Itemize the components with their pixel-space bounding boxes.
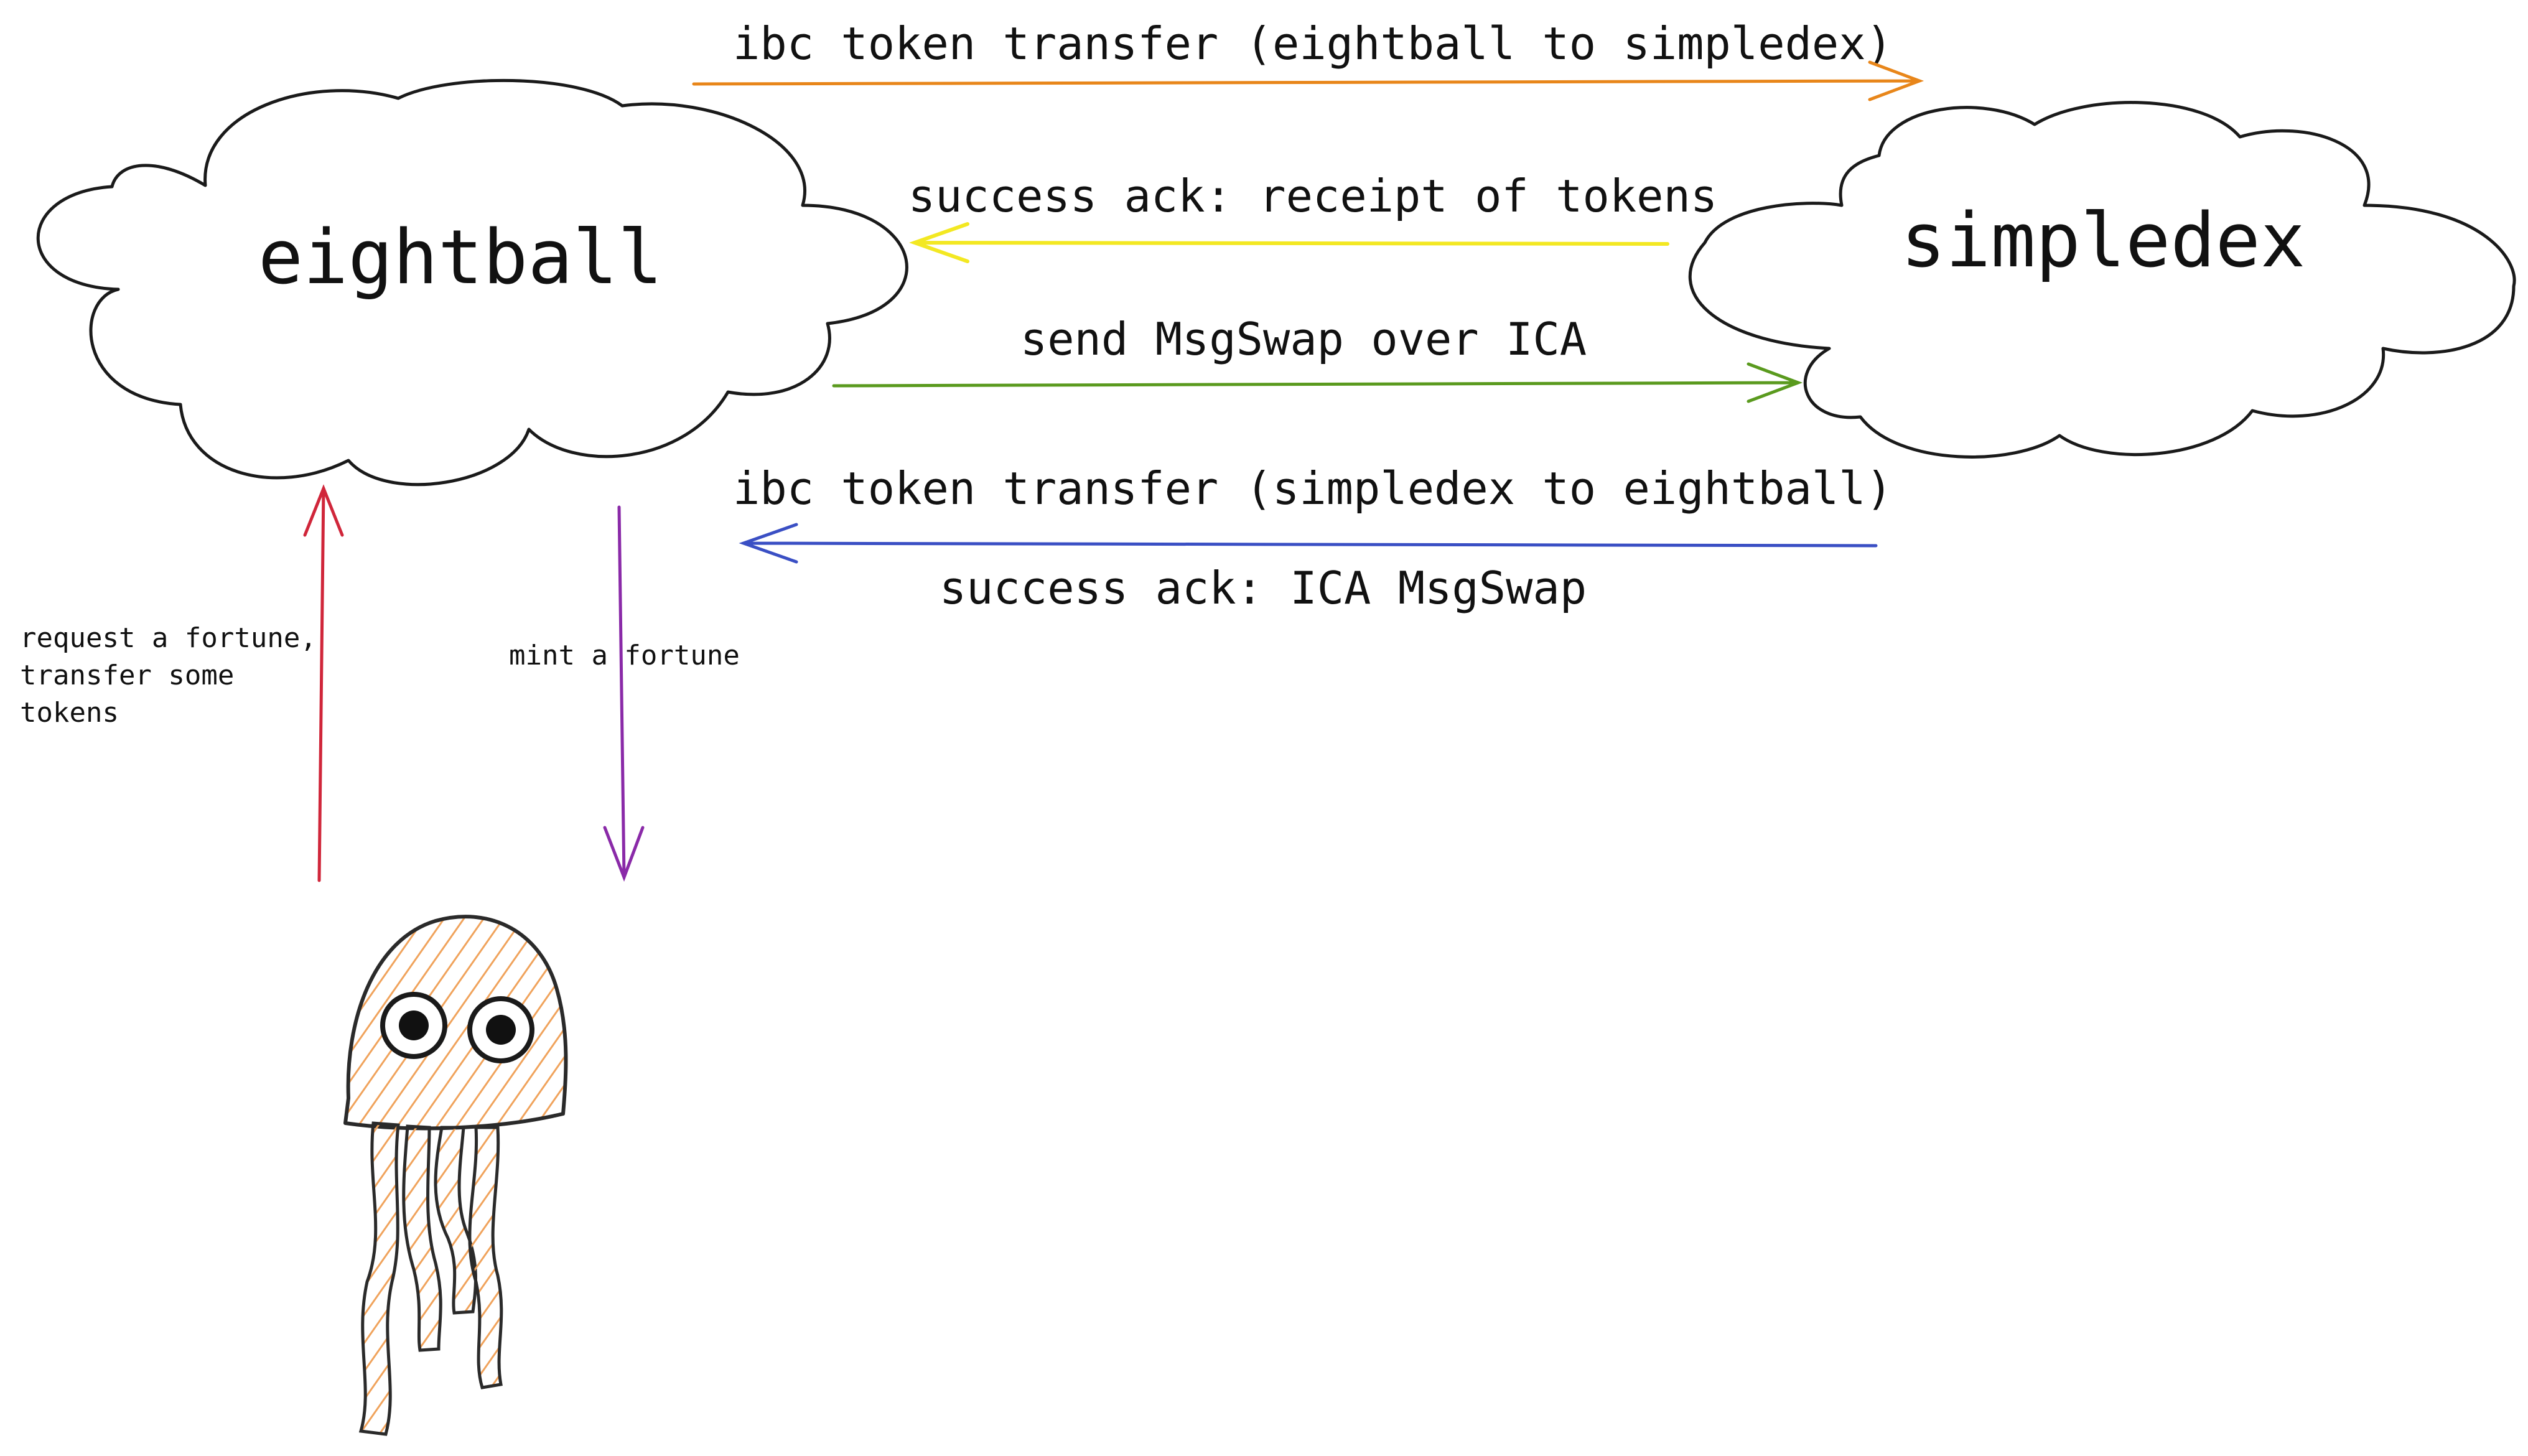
jellyfish-tentacle-3 xyxy=(434,1126,477,1315)
arrow-request-fortune xyxy=(303,484,344,882)
simpledex-cloud-outline xyxy=(1688,101,2516,459)
request-label-line-1: request a fortune, xyxy=(20,622,317,654)
arrow-ibc-to-simpledex xyxy=(692,60,1924,101)
message-ibc-transfer-to-eightball: ibc token transfer (simpledex to eightba… xyxy=(733,462,1893,614)
arrow-success-ack-receipt xyxy=(908,222,1669,263)
message-label-send-msgswap: send MsgSwap over ICA xyxy=(1020,313,1587,365)
simpledex-label: simpledex xyxy=(1901,198,2305,284)
jellyfish-tentacle-1 xyxy=(358,1121,400,1436)
message-ibc-transfer-to-simpledex: ibc token transfer (eightball to simpled… xyxy=(692,17,1924,101)
message-send-msgswap: send MsgSwap over ICA xyxy=(832,313,1803,403)
eightball-cloud: eightball xyxy=(36,78,908,487)
request-label-line-3: tokens xyxy=(20,697,119,729)
jellyfish-eye-right xyxy=(467,996,534,1063)
jellyfish-tentacle-2 xyxy=(402,1124,442,1352)
jellyfish-tentacle-4 xyxy=(468,1126,503,1389)
request-label-line-2: transfer some xyxy=(20,660,234,691)
eightball-label: eightball xyxy=(258,215,663,301)
arrow-ibc-to-eightball xyxy=(739,523,1878,564)
jellyfish-eye-left xyxy=(380,992,447,1059)
request-fortune-action: request a fortune, transfer some tokens xyxy=(20,484,344,882)
eightball-cloud-outline xyxy=(36,78,908,487)
message-label-success-ack-receipt: success ack: receipt of tokens xyxy=(908,170,1717,222)
simpledex-cloud: simpledex xyxy=(1688,101,2516,459)
message-label-ibc-to-eightball: ibc token transfer (simpledex to eightba… xyxy=(733,462,1893,515)
message-success-ack-receipt: success ack: receipt of tokens xyxy=(908,170,1717,263)
arrow-mint-fortune xyxy=(603,505,645,882)
mint-fortune-action: mint a fortune xyxy=(509,505,740,882)
message-label-ibc-to-simpledex: ibc token transfer (eightball to simpled… xyxy=(733,17,1893,70)
arrow-send-msgswap xyxy=(832,362,1803,403)
message-label-success-ack-msgswap: success ack: ICA MsgSwap xyxy=(940,562,1587,614)
jellyfish-icon xyxy=(343,915,568,1436)
mint-label: mint a fortune xyxy=(509,640,740,671)
